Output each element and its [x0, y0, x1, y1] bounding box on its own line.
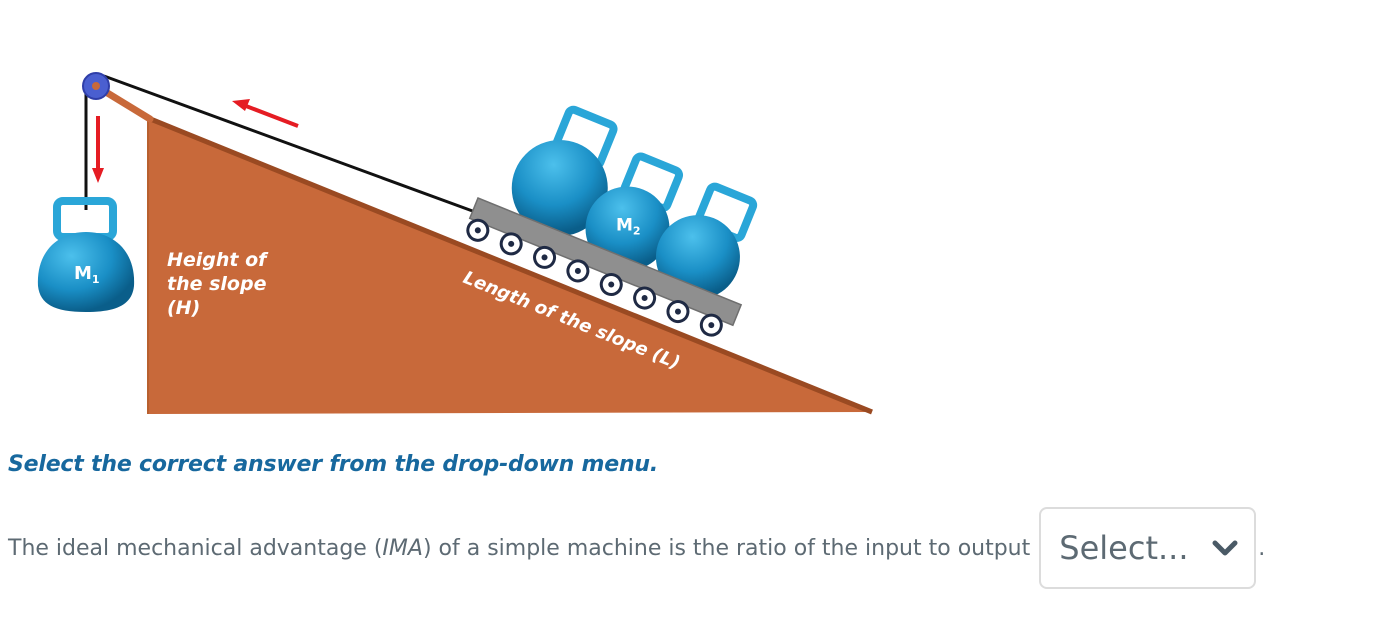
rope: [84, 74, 479, 215]
arrow-up-slope-icon: [232, 99, 299, 128]
cart-with-mass-m2: M2: [466, 105, 758, 337]
pulley-icon: [82, 72, 110, 100]
svg-text:Height of: Height of: [167, 249, 269, 271]
question-text-after: ) of a simple machine is the ratio of th…: [422, 535, 1031, 561]
question-term: IMA: [382, 535, 423, 561]
svg-text:M1: M1: [74, 263, 100, 286]
svg-text:(H): (H): [167, 297, 200, 319]
mass-m1: M1: [37, 197, 135, 312]
height-label: Height of the slope (H): [167, 249, 269, 319]
arrow-down-icon: [92, 116, 104, 183]
inclined-plane-diagram: M1 Height of the slope (H) M2: [37, 72, 873, 415]
instruction-text: Select the correct answer from the drop-…: [8, 452, 659, 477]
question-sentence: The ideal mechanical advantage (IMA) of …: [8, 507, 1265, 589]
svg-text:the slope: the slope: [167, 273, 267, 295]
sentence-period: .: [1258, 535, 1266, 561]
kettlebell-1: [511, 105, 618, 237]
dropdown-selected-value: Select...: [1059, 529, 1189, 567]
svg-text:M2: M2: [616, 215, 641, 237]
chevron-down-icon: [1212, 539, 1238, 557]
answer-dropdown[interactable]: Select...: [1039, 507, 1257, 589]
slope: [147, 115, 873, 415]
wheels: [466, 218, 723, 337]
question-text-before: The ideal mechanical advantage (: [8, 535, 383, 561]
